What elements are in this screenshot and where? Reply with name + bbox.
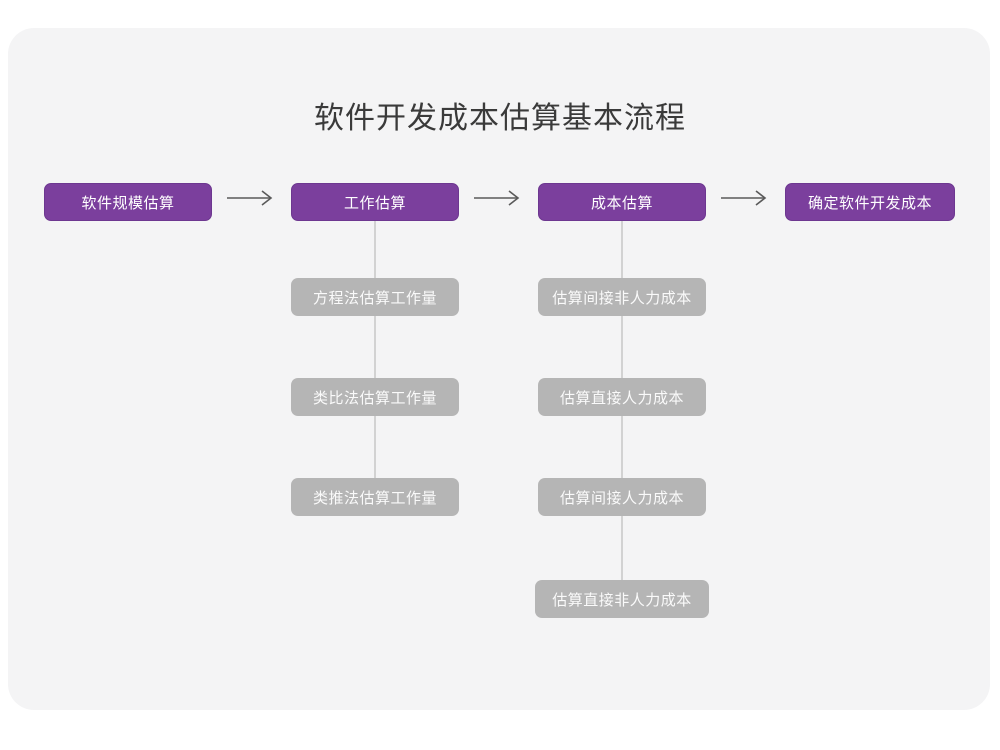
arrow-right-icon-3 bbox=[718, 183, 774, 213]
sub-box-effort-2[interactable]: 类比法估算工作量 bbox=[291, 378, 459, 416]
stage-label: 确定软件开发成本 bbox=[807, 194, 932, 212]
sub-box-cost-3[interactable]: 估算间接人力成本 bbox=[538, 478, 706, 516]
stage-box-effort-estimation[interactable]: 工作估算 bbox=[291, 183, 459, 221]
arrow-right-icon-2 bbox=[471, 183, 527, 213]
arrow-right-icon-1 bbox=[224, 183, 280, 213]
diagram-card bbox=[8, 28, 990, 710]
sub-box-effort-1[interactable]: 方程法估算工作量 bbox=[291, 278, 459, 316]
sub-box-label: 估算间接人力成本 bbox=[559, 489, 684, 507]
sub-box-effort-3[interactable]: 类推法估算工作量 bbox=[291, 478, 459, 516]
stage-label: 成本估算 bbox=[590, 194, 653, 212]
sub-box-cost-2[interactable]: 估算直接人力成本 bbox=[538, 378, 706, 416]
stage-box-determine-development-cost[interactable]: 确定软件开发成本 bbox=[785, 183, 955, 221]
stage-label: 工作估算 bbox=[343, 194, 406, 212]
stage-label: 软件规模估算 bbox=[81, 194, 175, 212]
page-title: 软件开发成本估算基本流程 bbox=[314, 102, 686, 135]
stage-box-cost-estimation[interactable]: 成本估算 bbox=[538, 183, 706, 221]
sub-box-label: 类推法估算工作量 bbox=[312, 489, 437, 507]
sub-box-cost-4[interactable]: 估算直接非人力成本 bbox=[535, 580, 709, 618]
sub-box-label: 类比法估算工作量 bbox=[312, 389, 437, 407]
sub-box-label: 估算直接非人力成本 bbox=[552, 591, 692, 609]
sub-box-label: 估算直接人力成本 bbox=[559, 389, 684, 407]
sub-box-label: 方程法估算工作量 bbox=[312, 289, 437, 307]
connector-line-effort bbox=[374, 217, 376, 499]
stage-box-software-scale-estimation[interactable]: 软件规模估算 bbox=[44, 183, 212, 221]
sub-box-cost-1[interactable]: 估算间接非人力成本 bbox=[538, 278, 706, 316]
sub-box-label: 估算间接非人力成本 bbox=[552, 289, 692, 307]
